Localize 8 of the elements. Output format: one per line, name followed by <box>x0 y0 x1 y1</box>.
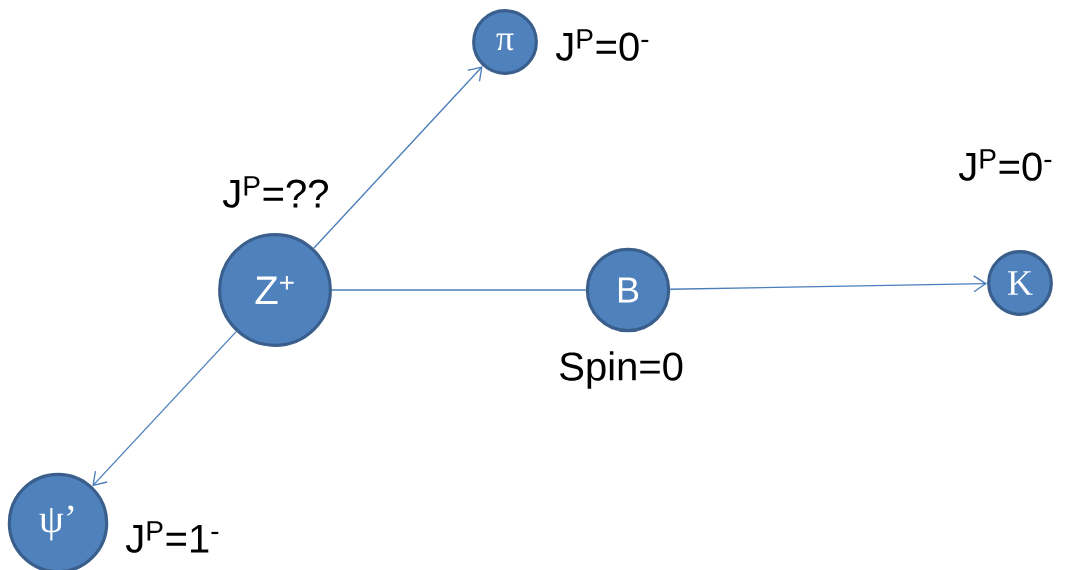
arrow <box>92 331 237 487</box>
quantum-number-label: J$^{P}$=?? <box>222 176 328 208</box>
quantum-number-label: J$^{P}$=0$^{-}$ <box>555 29 649 61</box>
arrow <box>313 66 483 249</box>
quantum-number-label: J$^{P}$=1$^{-}$ <box>125 521 219 553</box>
arrow <box>669 275 988 293</box>
quantum-number-label: J$^{P}$=0$^{-}$ <box>958 149 1052 181</box>
quantum-number-label: Spin=0 <box>560 351 683 389</box>
